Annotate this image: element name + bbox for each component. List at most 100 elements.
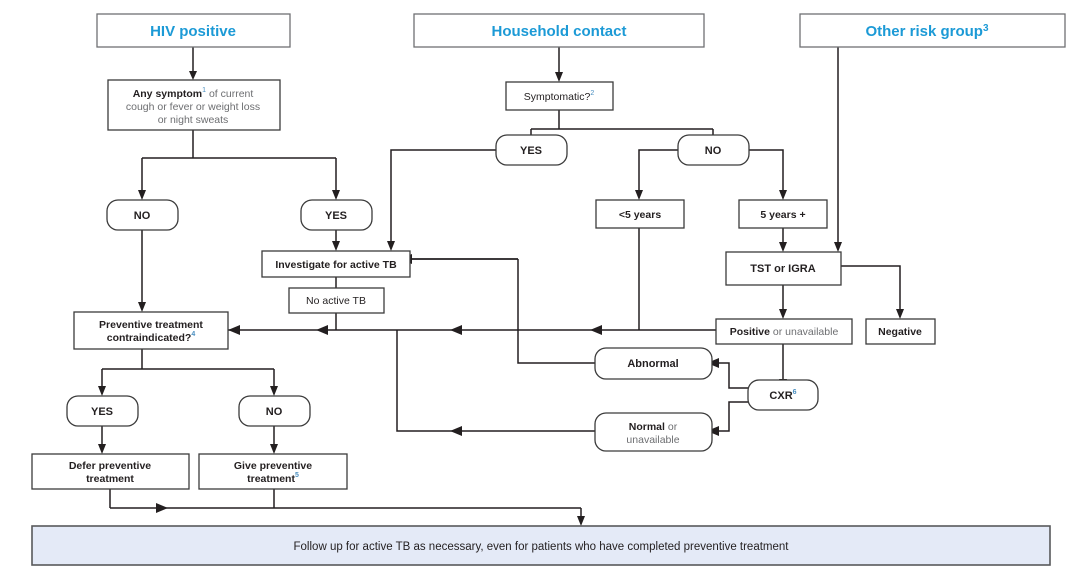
node-symptomatic[interactable]: Symptomatic?2 xyxy=(505,81,614,111)
node-5-plus-box[interactable] xyxy=(738,199,828,229)
node-contra-yes-box[interactable] xyxy=(66,395,139,427)
node-contra-yes[interactable]: YES xyxy=(66,395,139,427)
arrow-to-footer xyxy=(577,516,585,526)
node-hiv-yes-box[interactable] xyxy=(300,199,373,231)
arrow-hivyes-investigate xyxy=(332,241,340,251)
arrow-hiv-to-symptom xyxy=(189,71,197,80)
node-normal-box[interactable] xyxy=(594,412,713,452)
conn-normal-feed xyxy=(396,330,595,432)
node-tst-or-igra[interactable]: TST or IGRA xyxy=(725,251,842,286)
arrow-footer-mid xyxy=(156,503,168,513)
node-give-line2: treatment5 xyxy=(247,472,299,485)
arrow-tst-positive xyxy=(779,309,787,319)
header-hiv-positive[interactable]: HIV positive xyxy=(96,13,291,48)
node-hiv-yes[interactable]: YES xyxy=(300,199,373,231)
node-5-years-plus[interactable]: 5 years + xyxy=(738,199,828,229)
header-other-box[interactable] xyxy=(799,13,1066,48)
arrow-feed-mid2 xyxy=(450,325,462,335)
conn-hhno-split xyxy=(638,149,784,192)
node-give-box[interactable] xyxy=(198,453,348,490)
node-contra-no-label: NO xyxy=(266,406,283,418)
node-cxr-box[interactable] xyxy=(747,379,819,411)
arrow-to-over5 xyxy=(779,190,787,200)
node-investigate-active-tb[interactable]: Investigate for active TB xyxy=(261,250,411,278)
node-under-5-years[interactable]: <5 years xyxy=(595,199,685,229)
node-cxr[interactable]: CXR6 xyxy=(747,379,819,411)
node-household-no-label: NO xyxy=(705,145,722,157)
node-tst-label: TST or IGRA xyxy=(750,263,815,275)
conn-tst-negative xyxy=(841,265,901,311)
node-household-no-box[interactable] xyxy=(677,134,750,166)
node-investigate-label: Investigate for active TB xyxy=(275,259,397,271)
arrow-cxr-abnormal xyxy=(707,358,719,368)
node-contra-no-box[interactable] xyxy=(238,395,311,427)
header-hiv-label: HIV positive xyxy=(150,23,236,40)
node-negative[interactable]: Negative xyxy=(865,318,936,345)
node-contra-yes-label: YES xyxy=(91,406,113,418)
node-normal-line1: Normal or xyxy=(629,421,678,433)
node-contra-box[interactable] xyxy=(73,311,229,350)
node-abnormal-label: Abnormal xyxy=(627,358,678,370)
node-household-yes-label: YES xyxy=(520,145,542,157)
node-abnormal[interactable]: Abnormal xyxy=(594,347,713,380)
header-hiv-box[interactable] xyxy=(96,13,291,48)
arrow-tst-negative xyxy=(896,309,904,319)
arrow-to-under5 xyxy=(635,190,643,200)
header-household-contact[interactable]: Household contact xyxy=(413,13,705,48)
header-household-label: Household contact xyxy=(491,23,626,40)
arrow-hh-symptomatic xyxy=(555,72,563,82)
node-no-active-label: No active TB xyxy=(306,295,366,307)
node-normal-line2: unavailable xyxy=(626,434,679,446)
arrow-contra-yes xyxy=(98,386,106,396)
node-household-no[interactable]: NO xyxy=(677,134,750,166)
arrow-hivno-contra xyxy=(138,302,146,312)
node-investigate-box[interactable] xyxy=(261,250,411,278)
node-negative-label: Negative xyxy=(878,326,922,338)
conn-cxr-normal xyxy=(716,401,757,432)
node-symptomatic-label: Symptomatic?2 xyxy=(524,90,595,103)
node-no-active-box[interactable] xyxy=(288,287,385,314)
node-give-line1: Give preventive xyxy=(234,460,312,472)
arrow-cxr-normal xyxy=(707,426,719,436)
node-contra-no[interactable]: NO xyxy=(238,395,311,427)
node-defer-line1: Defer preventive xyxy=(69,460,151,472)
node-hiv-no-label: NO xyxy=(134,210,151,222)
node-negative-box[interactable] xyxy=(865,318,936,345)
conn-to-footer xyxy=(109,489,582,518)
node-positive-box[interactable] xyxy=(715,318,853,345)
node-under-5-label: <5 years xyxy=(619,209,661,221)
arrow-feed-mid3 xyxy=(590,325,602,335)
node-abnormal-box[interactable] xyxy=(594,347,713,380)
header-other-risk-group[interactable]: Other risk group3 xyxy=(799,13,1066,48)
node-defer-preventive-treatment[interactable]: Defer preventive treatment xyxy=(31,453,190,490)
node-normal-or-unavailable[interactable]: Normal or unavailable xyxy=(594,412,713,452)
header-household-box[interactable] xyxy=(413,13,705,48)
conn-abnormal-investigate xyxy=(517,259,595,364)
node-give-preventive-treatment[interactable]: Give preventive treatment5 xyxy=(198,453,348,490)
header-other-label: Other risk group3 xyxy=(865,23,989,40)
arrow-to-hiv-yes xyxy=(332,190,340,200)
node-positive-or-unavailable[interactable]: Positive or unavailable xyxy=(715,318,853,345)
node-household-yes[interactable]: YES xyxy=(495,134,568,166)
node-any-symptom[interactable]: Any symptom1 of current cough or fever o… xyxy=(107,79,281,131)
node-under-5-box[interactable] xyxy=(595,199,685,229)
node-no-active-tb[interactable]: No active TB xyxy=(288,287,385,314)
conn-contra-split xyxy=(101,349,275,388)
node-symptomatic-box[interactable] xyxy=(505,81,614,111)
arrow-no-give xyxy=(270,444,278,454)
conn-symptomatic-split xyxy=(530,110,714,137)
node-any-symptom-box[interactable] xyxy=(107,79,281,131)
footer-box[interactable] xyxy=(31,525,1051,566)
arrow-to-hiv-no xyxy=(138,190,146,200)
footer-followup-bar[interactable]: Follow up for active TB as necessary, ev… xyxy=(31,525,1051,566)
node-preventive-contraindicated[interactable]: Preventive treatment contraindicated?4 xyxy=(73,311,229,350)
node-tst-box[interactable] xyxy=(725,251,842,286)
arrow-other-tst xyxy=(834,242,842,252)
conn-symptom-split xyxy=(141,130,337,192)
node-hiv-no[interactable]: NO xyxy=(106,199,179,231)
node-hiv-no-box[interactable] xyxy=(106,199,179,231)
node-defer-box[interactable] xyxy=(31,453,190,490)
node-household-yes-box[interactable] xyxy=(495,134,568,166)
node-any-symptom-line3: or night sweats xyxy=(158,114,229,126)
